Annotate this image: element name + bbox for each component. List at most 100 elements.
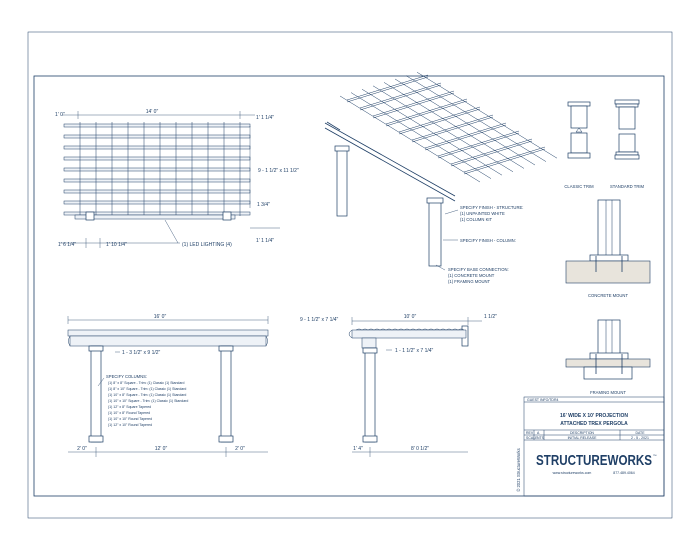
side-purlin [421, 328, 429, 331]
side-purlin [385, 328, 393, 331]
column-option: (1) 10" x 8" Square - Trim: (1) Classic … [108, 393, 186, 397]
logo-trademark: ™ [653, 454, 657, 458]
side-purlin [355, 328, 363, 331]
copyright: © 2021 StructureWorks [516, 448, 521, 492]
side-column [364, 347, 376, 443]
plan-rafter [63, 200, 251, 205]
iso-finish-structure-2: (1) COLUMN KIT [460, 217, 493, 222]
plan-dim-bottom-left: 1' 6 1/4" [58, 242, 76, 248]
plan-dim-bottom-mid: 1' 10 1/4" [106, 242, 127, 248]
iso-base-connection-0: SPECIFY BASE CONNECTION: [448, 267, 509, 272]
title-block: GUEST INFO/TDR4 16' WIDE X 10' PROJECTIO… [516, 396, 665, 497]
iso-purlin [405, 75, 547, 162]
side-dim-top-left: 9 - 1 1/2" x 7 1/4" [300, 317, 339, 323]
concrete-mount-label: CONCRETE MOUNT [588, 293, 628, 298]
column-option: (1) 8" x 8" Square - Trim: (1) Classic (… [108, 381, 184, 385]
plan-dim-bottom-right: 1' 1 1/4" [256, 238, 274, 244]
side-purlin [433, 328, 441, 331]
iso-column-back [336, 147, 348, 217]
side-purlin [403, 328, 411, 331]
plan-dim-top-right: 1' 1 1/4" [256, 115, 274, 121]
front-column-right [220, 345, 232, 443]
iso-rafter [398, 106, 481, 133]
classic-trim-label: CLASSIC TRIM [564, 184, 594, 189]
iso-purlin [394, 78, 536, 166]
front-beam [69, 335, 267, 347]
column-option: (1) 12" x 8" Square Tapered [108, 405, 151, 409]
side-purlin [379, 328, 387, 331]
plan-column-right [222, 211, 232, 221]
front-dim-right: 2' 0" [235, 446, 245, 452]
plan-rafter-spec: 9 - 1 1/2" x 11 1/2" [258, 168, 299, 174]
scale-value: NTS [537, 436, 545, 440]
side-purlin [373, 328, 381, 331]
column-option: (1) 10" x 10" Square - Trim: (1) Classic… [108, 399, 188, 403]
iso-front-beam [324, 122, 456, 197]
plan-rafter [63, 123, 251, 128]
side-purlin [445, 328, 453, 331]
iso-purlin [383, 82, 525, 169]
date-label: DATE [635, 431, 645, 435]
front-elevation: 16' 0" 1 - 3 1/2" x 9 1/2" SPECIFY COLUM… [67, 314, 269, 457]
title-header-left: GUEST INFO/TDR4 [527, 398, 558, 402]
side-dim-top-right: 1 1/2" [484, 314, 497, 320]
website: www.structureworks.com [553, 471, 592, 475]
iso-rafter [450, 138, 533, 165]
plan-dim-top-left: 1' 0" [55, 112, 65, 118]
iso-rafter [372, 90, 455, 117]
iso-finish-column: SPECIFY FINISH - COLUMN: [460, 238, 516, 243]
iso-rafter [359, 82, 442, 109]
iso-rafter [385, 98, 468, 125]
plan-rafter [63, 145, 251, 150]
iso-rafter [437, 130, 520, 157]
plan-rafter [63, 189, 251, 194]
side-rafter [351, 329, 467, 339]
side-beam-spec: 1 - 1 1/2" x 7 1/4" [395, 348, 434, 354]
side-purlin [427, 328, 435, 331]
framing-mount-detail: FRAMING MOUNT [565, 319, 651, 395]
front-columns-title: SPECIFY COLUMNS: [106, 374, 147, 379]
date-value: 2 - 5 - 2021 [631, 436, 649, 440]
front-dim-width: 16' 0" [154, 314, 167, 320]
side-purlin [391, 328, 399, 331]
description-value: INITIAL RELEASE [568, 436, 598, 440]
outer-border [27, 31, 673, 519]
side-dim-bottom-left: 1' 4" [353, 446, 363, 452]
iso-rafter [411, 114, 494, 141]
iso-purlin [416, 71, 558, 159]
iso-purlin [350, 92, 492, 179]
scale-label: SCALE [526, 436, 538, 440]
title-line-1: 16' WIDE X 10' PROJECTION [560, 413, 628, 419]
front-dim-left: 2' 0" [77, 446, 87, 452]
side-purlin [361, 328, 369, 331]
side-purlin [451, 328, 459, 331]
rev-value: A [537, 431, 540, 435]
iso-base-connection-1: (1) CONCRETE MOUNT [448, 273, 495, 278]
side-purlin [457, 328, 465, 331]
iso-base-connection-2: (1) FRAMING MOUNT [448, 279, 491, 284]
plan-rafter [63, 156, 251, 161]
iso-purlin [339, 95, 481, 183]
side-dim-bottom-mid: 8' 0 1/2" [411, 446, 429, 452]
description-label: DESCRIPTION [570, 431, 594, 435]
iso-purlin [361, 88, 503, 176]
side-dim-top-mid: 10' 0" [404, 314, 417, 320]
side-purlin [367, 328, 375, 331]
column-option: (1) 12" x 10" Round Tapered [108, 423, 152, 427]
isometric-view: SPECIFY FINISH - STRUCTURE: (1) UNPAINTE… [324, 71, 558, 284]
trim-details: CLASSIC TRIM STANDARD TRIM [564, 99, 645, 189]
inner-border [33, 75, 665, 497]
front-rafters [67, 329, 269, 337]
iso-finish-structure-0: SPECIFY FINISH - STRUCTURE: [460, 205, 523, 210]
column-option: (1) 8" x 10" Square - Trim: (1) Classic … [108, 387, 186, 391]
plan-led-note: (1) LED LIGHTING (4) [182, 242, 232, 248]
plan-dim-small-right: 1 3/4" [257, 202, 270, 208]
plan-front-beam [74, 214, 236, 220]
standard-trim-label: STANDARD TRIM [610, 184, 645, 189]
side-purlin [397, 328, 405, 331]
front-beam-spec: 1 - 3 1/2" x 9 1/2" [122, 350, 161, 356]
front-dim-mid: 12' 0" [155, 446, 168, 452]
plan-view: 1' 0" 14' 0" 1' 1 1/4" 9 - 1 1/2" x 11 1… [55, 109, 299, 248]
framing-mount-label: FRAMING MOUNT [590, 390, 626, 395]
